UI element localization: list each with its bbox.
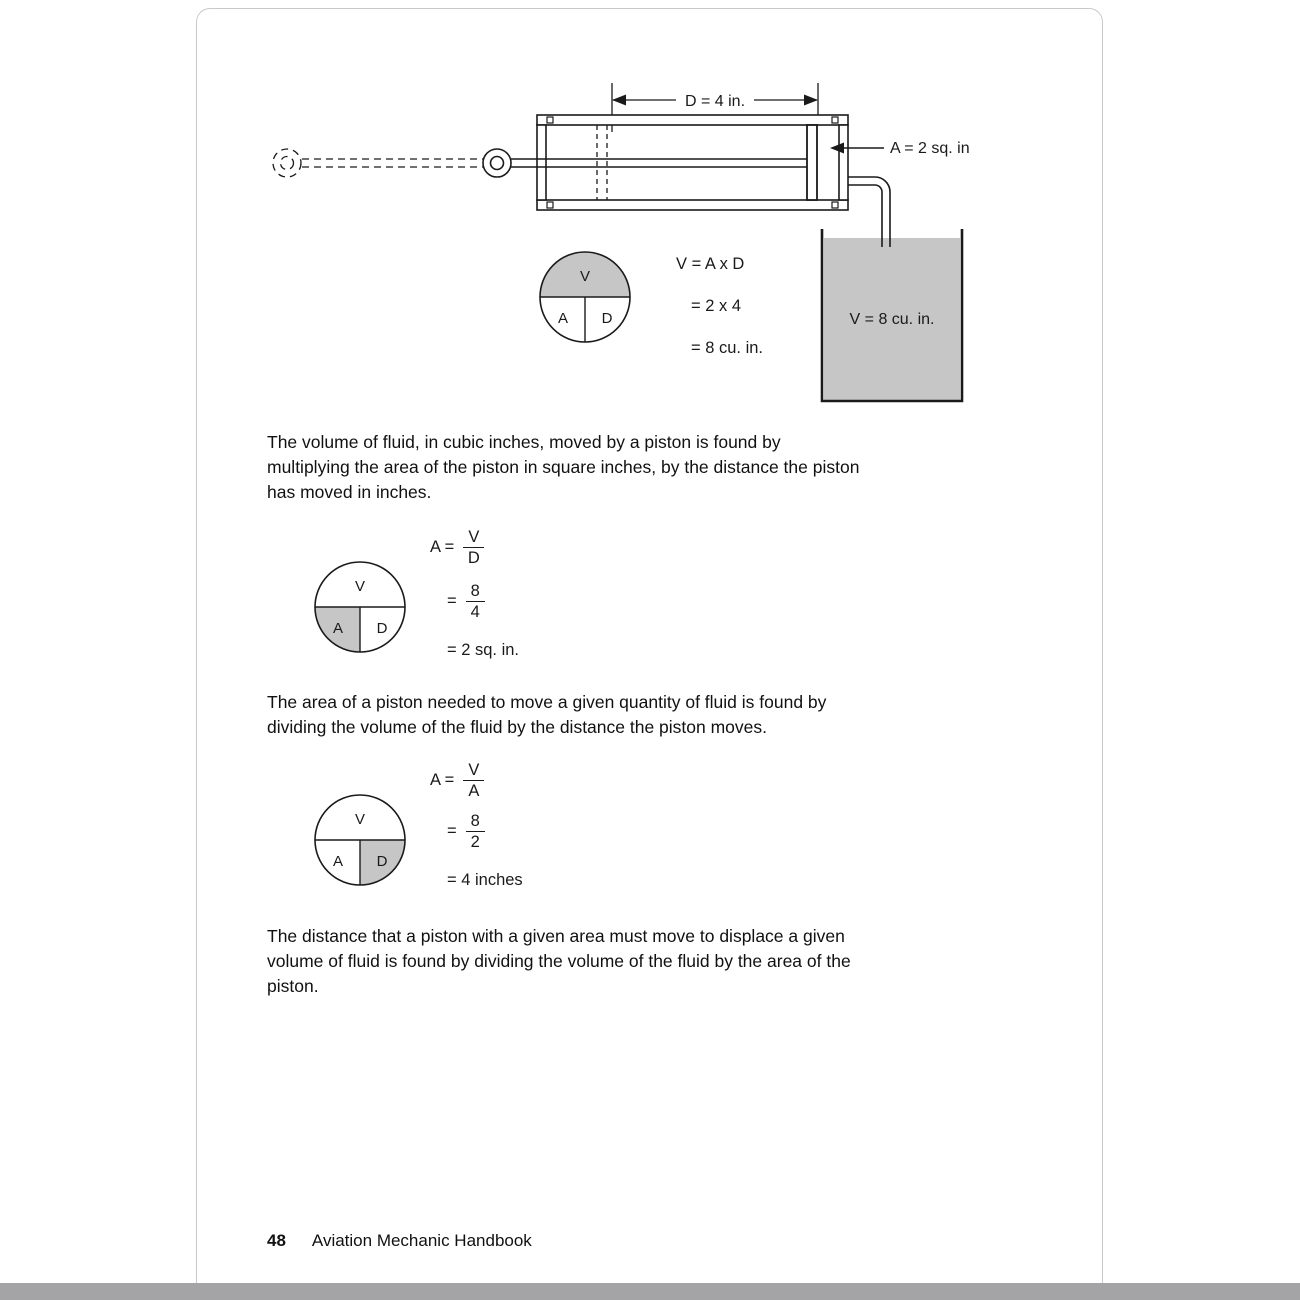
fraction-numerator: 8 [465, 582, 485, 603]
reservoir-fluid [824, 238, 960, 400]
distance-formula-result: = 4 inches [447, 871, 523, 889]
vad-circle-distance: V A D [314, 794, 406, 886]
page-number: 48 [267, 1231, 286, 1250]
volume-formula-line3: = 8 cu. in. [691, 339, 764, 357]
dimension-label: D = 4 in. [685, 93, 745, 110]
vad-circle-area: V A D [314, 561, 406, 653]
page-bottom-edge [0, 1283, 1300, 1300]
paragraph-volume: The volume of fluid, in cubic inches, mo… [267, 430, 859, 505]
page-footer: 48 Aviation Mechanic Handbook [267, 1231, 532, 1251]
fraction: 8 2 [465, 812, 485, 852]
text-line: multiplying the area of the piston in sq… [267, 457, 860, 477]
circle-label-d: D [377, 853, 388, 870]
text-line: piston. [267, 976, 319, 996]
formula-lhs: A = [430, 538, 455, 557]
fraction-numerator: 8 [465, 812, 485, 833]
fraction: V A [463, 761, 485, 801]
reservoir-walls [820, 229, 964, 403]
cylinder-body [536, 114, 849, 211]
area-label: A = 2 sq. in [890, 140, 970, 157]
circle-label-v: V [355, 811, 365, 828]
fraction-numerator: V [463, 528, 485, 549]
circle-label-d: D [602, 310, 613, 327]
circle-label-a: A [333, 853, 343, 870]
text-line: dividing the volume of the fluid by the … [267, 717, 768, 737]
paragraph-distance: The distance that a piston with a given … [267, 924, 851, 999]
circle-label-a: A [558, 310, 568, 327]
volume-formula-line1: V = A x D [676, 255, 745, 273]
equals-sign: = [447, 592, 457, 611]
fraction-denominator: 4 [470, 603, 480, 622]
fraction: V D [463, 528, 485, 568]
text-line: The distance that a piston with a given … [267, 926, 845, 946]
piston-previous-position [596, 125, 608, 200]
distance-formula-row2: = 8 2 [447, 812, 485, 852]
area-arrow-icon [830, 142, 844, 154]
distance-formula-row1: A = V A [430, 761, 485, 801]
text-line: The volume of fluid, in cubic inches, mo… [267, 432, 781, 452]
circle-label-a: A [333, 620, 343, 637]
text-line: volume of fluid is found by dividing the… [267, 951, 851, 971]
circle-label-d: D [377, 620, 388, 637]
fraction-numerator: V [463, 761, 485, 782]
fraction: 8 4 [465, 582, 485, 622]
tube [848, 176, 891, 247]
book-title: Aviation Mechanic Handbook [311, 1231, 532, 1250]
area-formula-row2: = 8 4 [447, 582, 485, 622]
fraction-denominator: A [468, 782, 480, 801]
volume-formula-line2: = 2 x 4 [691, 297, 741, 315]
fraction-denominator: D [467, 549, 480, 568]
area-formula-result: = 2 sq. in. [447, 641, 520, 659]
piston-rod [511, 158, 807, 168]
formula-lhs: A = [430, 771, 455, 790]
equals-sign: = [447, 822, 457, 841]
dimension-arrow-left-icon [612, 94, 626, 106]
circle-label-v: V [355, 578, 365, 595]
text-line: The area of a piston needed to move a gi… [267, 692, 827, 712]
paragraph-area: The area of a piston needed to move a gi… [267, 690, 826, 740]
vad-circle-volume: V A D [539, 251, 631, 343]
piston-cylinder-diagram: D = 4 in. [272, 83, 970, 403]
rod-extended-dashed [272, 148, 483, 178]
circle-label-v: V [580, 268, 590, 285]
text-line: has moved in inches. [267, 482, 432, 502]
reservoir-label: V = 8 cu. in. [850, 311, 935, 328]
piston [806, 124, 818, 201]
area-formula-row1: A = V D [430, 528, 485, 568]
rod-eye-inner [489, 155, 505, 171]
cylinder-bolts [546, 116, 839, 209]
dimension-arrow-right-icon [804, 94, 818, 106]
fraction-denominator: 2 [470, 833, 480, 852]
